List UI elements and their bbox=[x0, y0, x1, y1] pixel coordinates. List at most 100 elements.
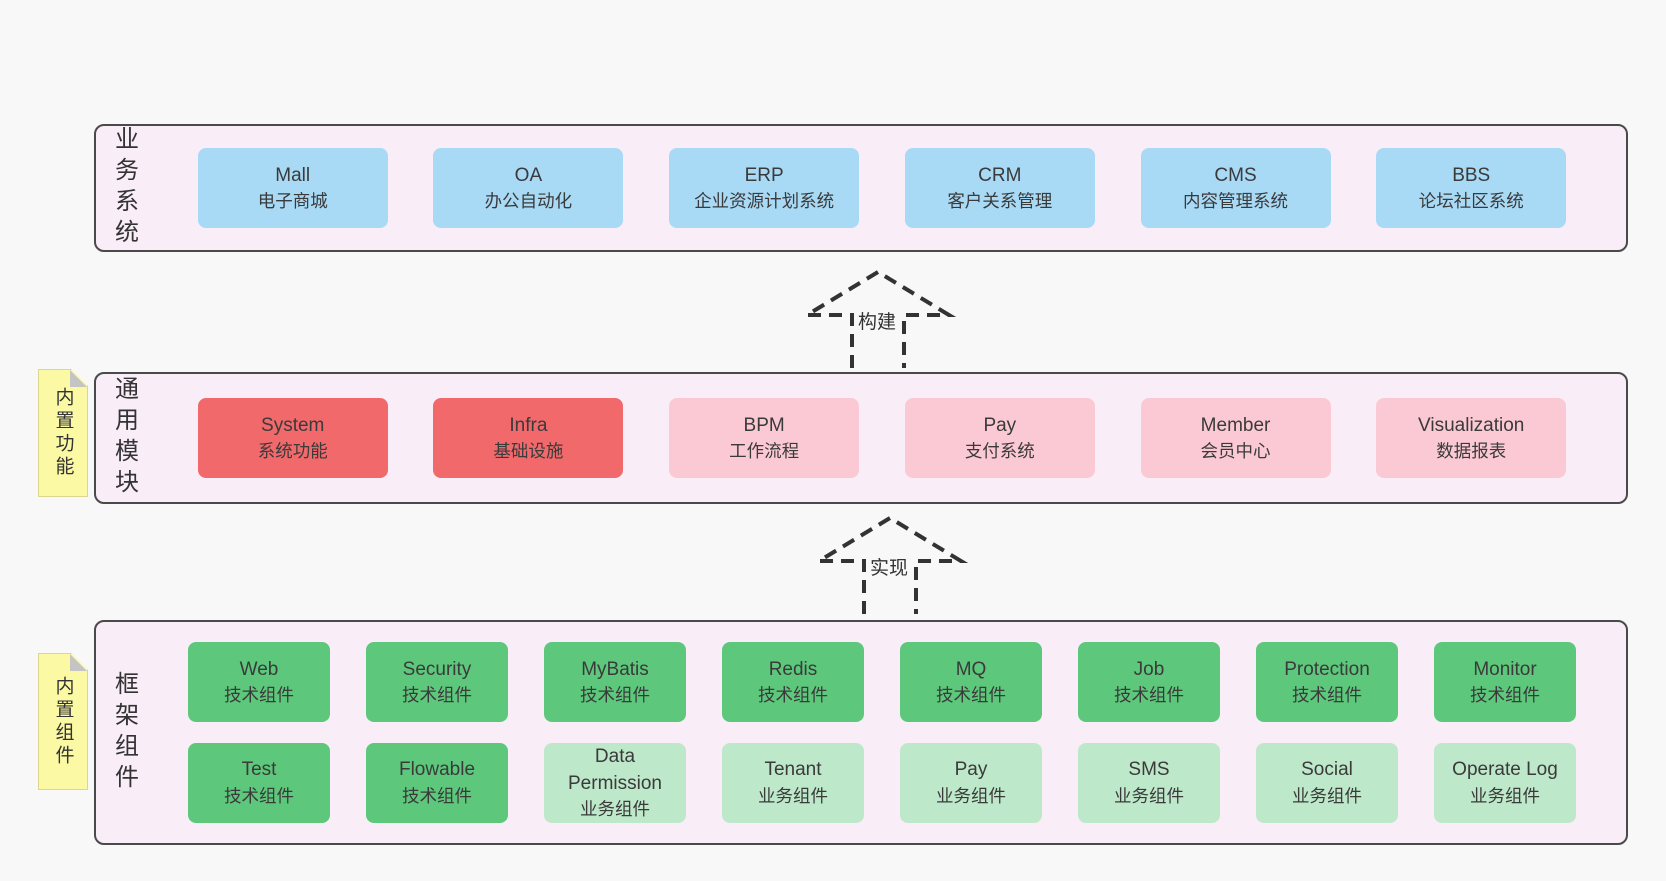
box-cms: CMS 内容管理系统 bbox=[1140, 148, 1331, 228]
box-sms: SMS 业务组件 bbox=[1078, 742, 1220, 823]
box-job-desc: 技术组件 bbox=[1114, 685, 1184, 706]
build-arrow-label: 构建 bbox=[854, 312, 901, 335]
box-data-permission-name: Data Permission bbox=[568, 746, 662, 794]
box-mq: MQ 技术组件 bbox=[900, 642, 1042, 723]
box-tenant-desc: 业务组件 bbox=[758, 785, 828, 806]
box-oa-name: OA bbox=[514, 164, 543, 186]
box-cms-desc: 内容管理系统 bbox=[1183, 191, 1289, 212]
box-protection: Protection 技术组件 bbox=[1256, 642, 1398, 723]
box-web: Web 技术组件 bbox=[188, 642, 330, 723]
box-operate-log-desc: 业务组件 bbox=[1470, 785, 1540, 806]
components-row-1: Web 技术组件 Security 技术组件 MyBatis 技术组件 Redi… bbox=[152, 642, 1612, 723]
box-operate-log: Operate Log 业务组件 bbox=[1434, 742, 1576, 823]
sticky-fold-icon bbox=[70, 370, 87, 387]
components-rows: Web 技术组件 Security 技术组件 MyBatis 技术组件 Redi… bbox=[152, 622, 1626, 843]
box-mall-name: Mall bbox=[275, 164, 311, 186]
box-protection-name: Protection bbox=[1284, 659, 1370, 681]
box-flowable-name: Flowable bbox=[398, 759, 476, 781]
box-job: Job 技术组件 bbox=[1078, 642, 1220, 723]
implement-arrow-icon bbox=[811, 515, 969, 614]
box-visualization-desc: 数据报表 bbox=[1436, 441, 1507, 462]
box-system: System 系统功能 bbox=[197, 398, 388, 478]
box-redis-name: Redis bbox=[768, 659, 818, 681]
sticky-note-builtin-features: 内置功能 bbox=[38, 369, 88, 497]
box-oa-desc: 办公自动化 bbox=[484, 191, 573, 212]
box-test: Test 技术组件 bbox=[188, 742, 330, 823]
layer-framework-components: 框架组件 Web 技术组件 Security 技术组件 MyBatis 技术组件… bbox=[94, 620, 1628, 845]
sticky-builtin-components-label: 内置组件 bbox=[52, 675, 74, 768]
box-test-desc: 技术组件 bbox=[224, 785, 294, 806]
sticky-fold-icon bbox=[70, 654, 87, 671]
box-job-name: Job bbox=[1133, 659, 1165, 681]
box-cms-name: CMS bbox=[1214, 164, 1257, 186]
box-bbs-name: BBS bbox=[1452, 164, 1491, 186]
layer-business-systems: 业务系统 Mall 电子商城 OA 办公自动化 ERP 企业资源计划系统 CRM… bbox=[94, 124, 1628, 252]
box-mall-desc: 电子商城 bbox=[257, 191, 328, 212]
box-bpm: BPM 工作流程 bbox=[669, 398, 860, 478]
layer-business-title: 业务系统 bbox=[110, 126, 138, 250]
box-monitor-name: Monitor bbox=[1473, 659, 1537, 681]
box-crm-name: CRM bbox=[978, 164, 1022, 186]
box-infra-name: Infra bbox=[509, 414, 548, 436]
box-mybatis-desc: 技术组件 bbox=[580, 685, 650, 706]
implement-arrow-label: 实现 bbox=[866, 558, 913, 581]
box-pay-module: Pay 支付系统 bbox=[904, 398, 1095, 478]
box-infra-desc: 基础设施 bbox=[493, 441, 564, 462]
box-tenant-name: Tenant bbox=[764, 759, 822, 781]
business-box-row: Mall 电子商城 OA 办公自动化 ERP 企业资源计划系统 CRM 客户关系… bbox=[152, 126, 1626, 250]
box-erp-desc: 企业资源计划系统 bbox=[694, 191, 835, 212]
box-web-desc: 技术组件 bbox=[224, 685, 294, 706]
layer-components-title: 框架组件 bbox=[110, 670, 138, 795]
box-pay-component-desc: 业务组件 bbox=[936, 785, 1006, 806]
box-oa: OA 办公自动化 bbox=[433, 148, 624, 228]
box-social-name: Social bbox=[1301, 759, 1353, 781]
box-mybatis-name: MyBatis bbox=[581, 659, 649, 681]
box-erp: ERP 企业资源计划系统 bbox=[669, 148, 860, 228]
box-member-name: Member bbox=[1200, 414, 1271, 436]
box-security-name: Security bbox=[402, 659, 472, 681]
box-monitor: Monitor 技术组件 bbox=[1434, 642, 1576, 723]
box-member: Member 会员中心 bbox=[1140, 398, 1331, 478]
box-system-name: System bbox=[261, 414, 325, 436]
box-social-desc: 业务组件 bbox=[1292, 785, 1362, 806]
box-bbs: BBS 论坛社区系统 bbox=[1376, 148, 1567, 228]
modules-box-row: System 系统功能 Infra 基础设施 BPM 工作流程 Pay 支付系统… bbox=[152, 374, 1626, 502]
box-erp-name: ERP bbox=[744, 164, 784, 186]
box-flowable-desc: 技术组件 bbox=[402, 785, 472, 806]
sticky-note-builtin-components: 内置组件 bbox=[38, 653, 88, 790]
box-data-permission-desc: 业务组件 bbox=[580, 798, 650, 819]
box-protection-desc: 技术组件 bbox=[1292, 685, 1362, 706]
box-pay-module-name: Pay bbox=[983, 414, 1017, 436]
box-mall: Mall 电子商城 bbox=[197, 148, 388, 228]
box-redis-desc: 技术组件 bbox=[758, 685, 828, 706]
box-security: Security 技术组件 bbox=[366, 642, 508, 723]
sticky-builtin-features-label: 内置功能 bbox=[52, 387, 74, 479]
box-crm-desc: 客户关系管理 bbox=[947, 191, 1053, 212]
box-crm: CRM 客户关系管理 bbox=[904, 148, 1095, 228]
box-mybatis: MyBatis 技术组件 bbox=[544, 642, 686, 723]
box-visualization-name: Visualization bbox=[1418, 414, 1525, 436]
box-mq-name: MQ bbox=[955, 659, 987, 681]
box-web-name: Web bbox=[239, 659, 279, 681]
layer-common-modules: 通用模块 System 系统功能 Infra 基础设施 BPM 工作流程 Pay… bbox=[94, 372, 1628, 504]
box-infra: Infra 基础设施 bbox=[433, 398, 624, 478]
box-operate-log-name: Operate Log bbox=[1452, 759, 1558, 781]
box-flowable: Flowable 技术组件 bbox=[366, 742, 508, 823]
box-tenant: Tenant 业务组件 bbox=[722, 742, 864, 823]
box-pay-component: Pay 业务组件 bbox=[900, 742, 1042, 823]
box-redis: Redis 技术组件 bbox=[722, 642, 864, 723]
box-data-permission: Data Permission 业务组件 bbox=[544, 742, 686, 823]
box-member-desc: 会员中心 bbox=[1200, 441, 1271, 462]
components-row-2: Test 技术组件 Flowable 技术组件 Data Permission … bbox=[152, 742, 1612, 823]
build-arrow-icon bbox=[799, 269, 957, 368]
box-bpm-name: BPM bbox=[743, 414, 785, 436]
box-sms-name: SMS bbox=[1128, 759, 1170, 781]
box-pay-module-desc: 支付系统 bbox=[964, 441, 1035, 462]
box-test-name: Test bbox=[241, 759, 277, 781]
box-system-desc: 系统功能 bbox=[257, 441, 328, 462]
box-bbs-desc: 论坛社区系统 bbox=[1418, 191, 1524, 212]
box-sms-desc: 业务组件 bbox=[1114, 785, 1184, 806]
box-social: Social 业务组件 bbox=[1256, 742, 1398, 823]
box-mq-desc: 技术组件 bbox=[936, 685, 1006, 706]
